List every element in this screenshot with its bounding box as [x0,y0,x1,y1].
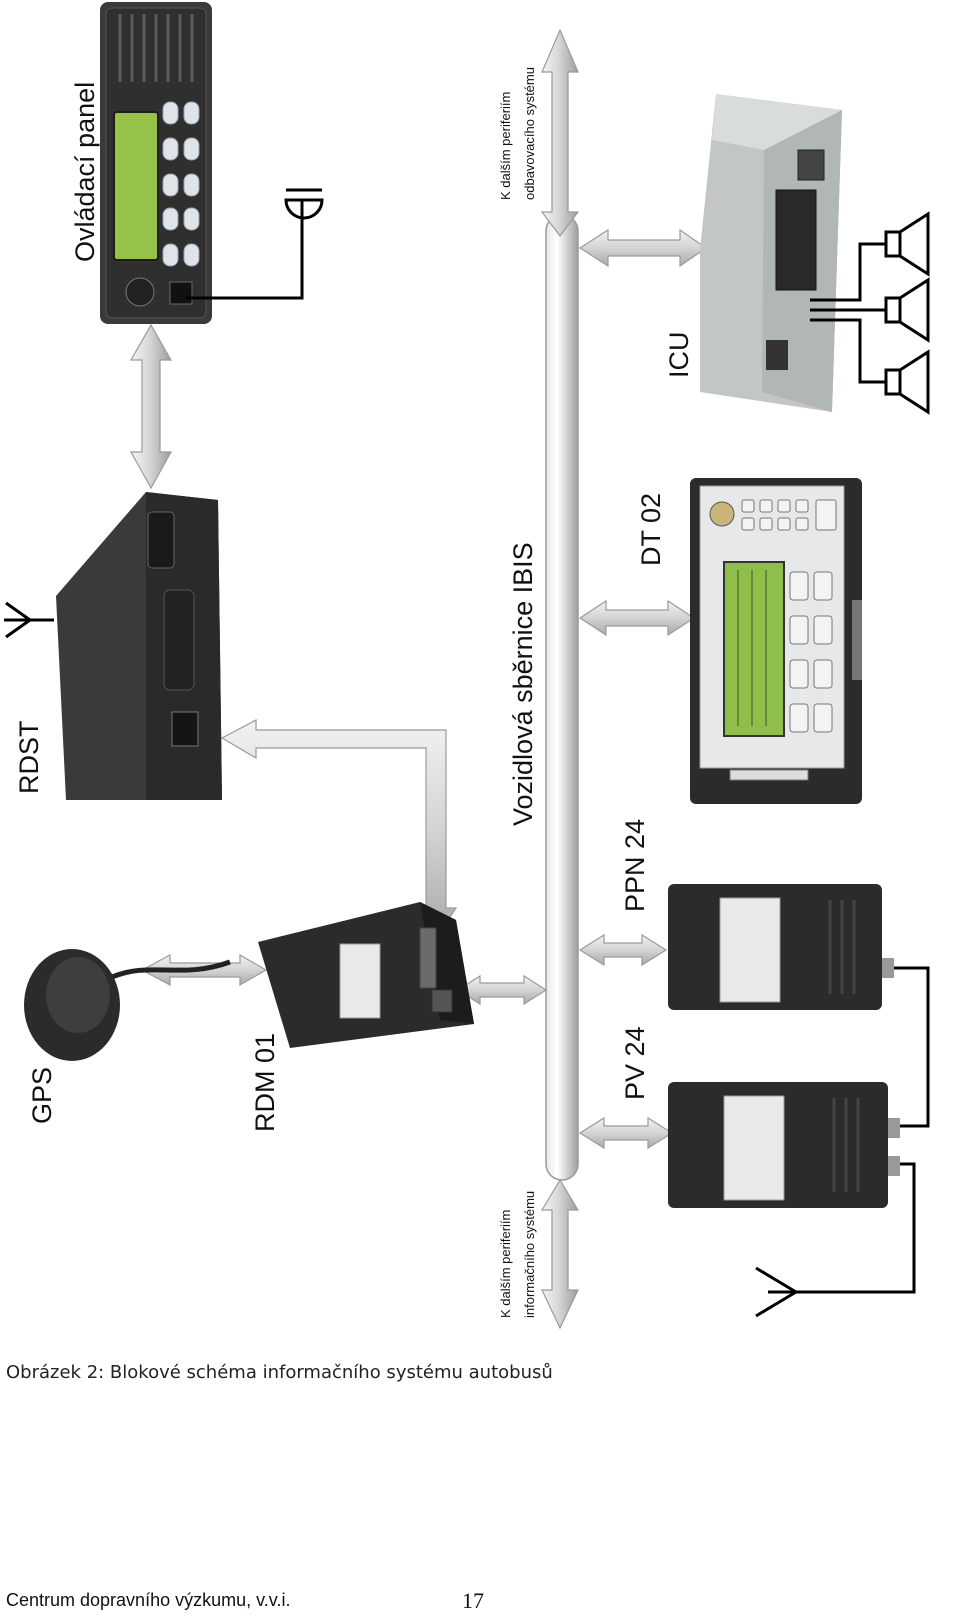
label-ppn24: PPN 24 [620,819,651,912]
figure-caption: Obrázek 2: Blokové schéma informačního s… [6,1362,553,1383]
arrow-bus-ppn24 [580,935,666,965]
rdst-antenna-icon [4,603,54,637]
label-pv24: PV 24 [620,1026,651,1100]
arrow-rdm01-bus [458,976,546,1004]
icu-device [700,94,842,412]
rdm01-device [258,902,474,1048]
label-control-panel: Ovládací panel [70,82,101,262]
label-dt02: DT 02 [636,493,667,566]
control-panel-device [100,2,212,324]
page-number: 17 [462,1588,484,1614]
label-bus-top-line2: odbavovacího systému [518,67,542,200]
radio-lcd [114,112,158,260]
ppn24-device [668,884,894,1010]
rdst-device [56,492,222,800]
label-gps: GPS [27,1067,58,1124]
diagram-canvas [0,0,960,1360]
radio-knob [126,278,154,306]
pv24-device [668,1082,900,1208]
label-rdst: RDST [14,721,45,795]
dt02-device [690,478,862,804]
label-rdm01: RDM 01 [250,1033,281,1132]
bus-arrow-top [542,30,578,236]
arrow-bus-icu [580,230,706,266]
arrow-bus-pv24 [580,1118,672,1148]
label-ibis-bus: Vozidlová sběrnice IBIS [508,542,539,826]
label-bus-bottom-line1: K dalším periferiím [494,1210,518,1318]
arrow-control-panel-rdst [131,325,171,488]
label-bus-bottom-line2: informačního systému [518,1191,542,1318]
ibis-bus [546,215,578,1180]
footer-organization: Centrum dopravního výzkumu, v.v.i. [6,1590,290,1611]
arrow-bus-dt02 [580,601,694,635]
bus-arrow-bottom [542,1180,578,1328]
label-icu: ICU [664,332,695,379]
label-bus-top-line1: K dalším periferiím [494,92,518,200]
block-diagram: Ovládací panel RDST GPS RDM 01 Vozidlová… [0,0,960,1360]
